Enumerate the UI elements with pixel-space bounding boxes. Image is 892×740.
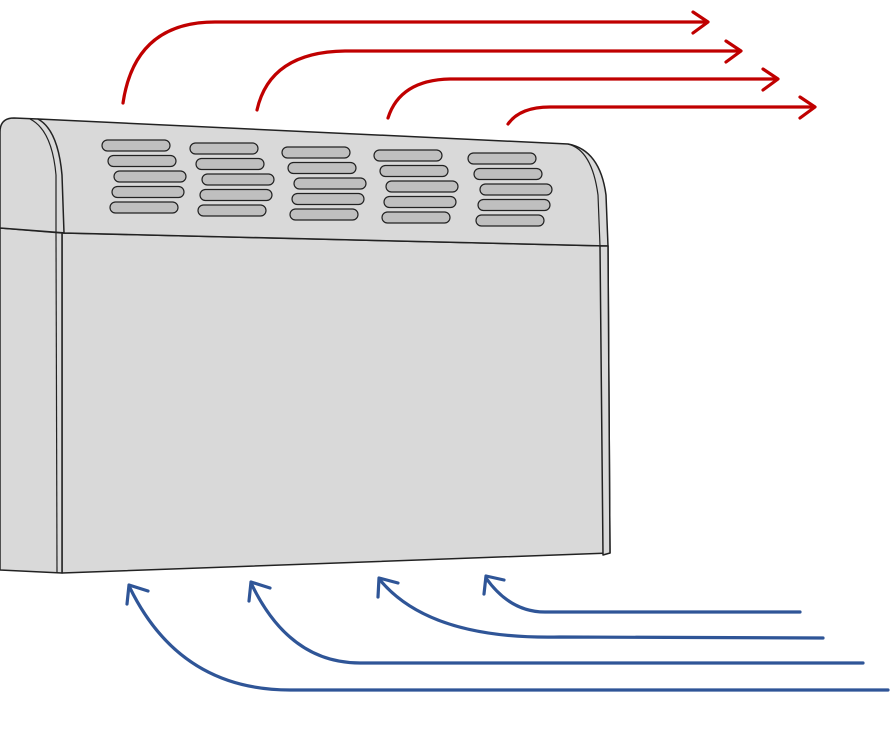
- vent-slot: [281, 146, 351, 159]
- cold-air-arrow-head: [125, 583, 150, 606]
- vent-slot: [379, 164, 449, 178]
- hot-air-arrow: [255, 49, 740, 112]
- hot-air-arrow-head: [724, 39, 743, 64]
- hot-air-arrow-head: [691, 10, 710, 35]
- cold-air-arrow: [250, 583, 865, 665]
- heater-front-panel: [61, 232, 611, 574]
- vent-slot: [195, 157, 265, 171]
- hot-air-outflow-arrows: [121, 10, 817, 126]
- vent-slot: [101, 139, 171, 152]
- vent-slot: [293, 177, 367, 190]
- hot-air-arrow: [386, 77, 777, 120]
- vent-slot: [385, 180, 459, 193]
- heater-side-inner-line: [55, 232, 58, 574]
- heater-right-curve-line: [567, 143, 601, 247]
- vent-slot: [473, 167, 543, 181]
- vent-slot: [113, 170, 187, 183]
- vent-slot: [467, 152, 537, 165]
- hot-air-arrow-head: [761, 67, 780, 92]
- vent-slot: [287, 161, 357, 175]
- hot-air-arrow: [506, 105, 814, 126]
- cold-air-arrow-head: [482, 574, 506, 596]
- vent-slot: [477, 198, 551, 212]
- vent-slot: [189, 142, 259, 155]
- vent-slot: [201, 173, 275, 186]
- vent-slot: [111, 185, 185, 199]
- convector-heater: [0, 117, 611, 574]
- vent-slot: [107, 154, 177, 168]
- vent-slot: [475, 214, 545, 227]
- vent-slot: [381, 211, 451, 224]
- vent-slot: [199, 188, 273, 202]
- cold-air-arrow: [128, 586, 890, 692]
- vent-slots: [101, 139, 553, 227]
- cold-air-arrow-head: [376, 576, 400, 599]
- vent-slot: [373, 149, 443, 162]
- cold-air-arrow: [484, 576, 802, 614]
- vent-slot: [479, 183, 553, 196]
- cold-air-inflow-arrows: [125, 574, 890, 692]
- cold-air-arrow: [378, 578, 825, 640]
- vent-slot: [289, 208, 359, 221]
- vent-slot: [383, 195, 457, 209]
- heater-side-panel: [0, 227, 63, 574]
- vent-slot: [291, 192, 365, 206]
- cold-air-arrow-head: [247, 580, 272, 603]
- heater-top-curve-line: [29, 118, 57, 233]
- vent-slot: [197, 204, 267, 217]
- hot-air-arrow: [121, 20, 707, 105]
- vent-slot: [109, 201, 179, 214]
- heater-right-edge: [599, 245, 611, 556]
- hot-air-arrow-head: [798, 95, 817, 120]
